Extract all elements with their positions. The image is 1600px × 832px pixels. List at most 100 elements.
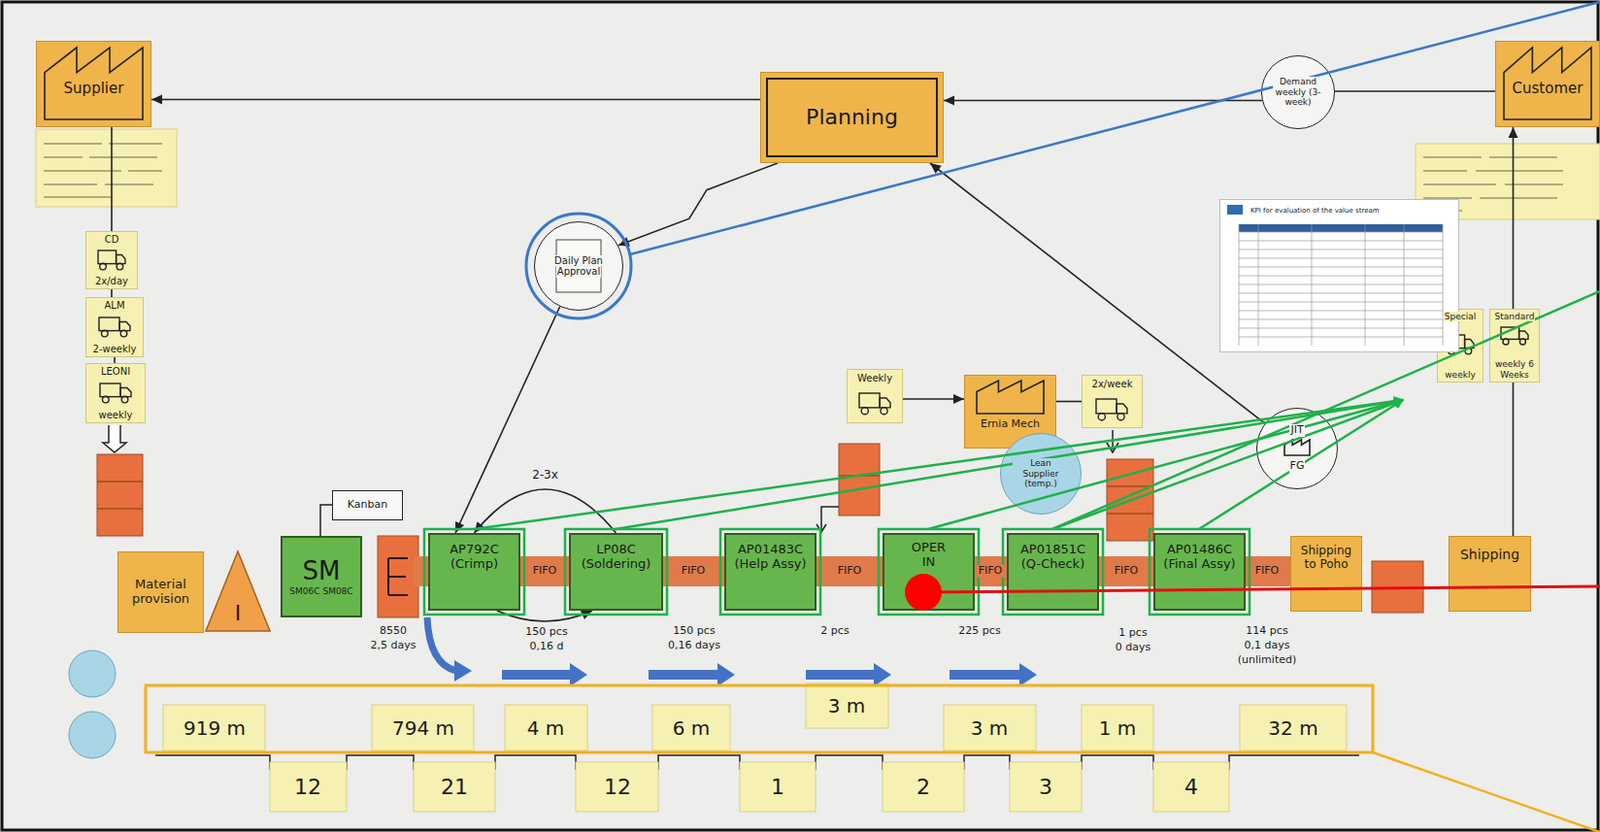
distance-label: 919 m bbox=[181, 717, 248, 740]
arrow-head bbox=[474, 521, 486, 534]
truck-wheel bbox=[102, 396, 110, 403]
node-text: 2-weekly bbox=[92, 343, 138, 356]
table-icon bbox=[1219, 199, 1460, 353]
highlight-frame bbox=[1149, 529, 1250, 615]
table-rule bbox=[1238, 293, 1443, 295]
arrow-head bbox=[1508, 127, 1519, 138]
edge-label: 2-3x bbox=[530, 468, 561, 483]
inventory-triangle: I bbox=[203, 549, 272, 634]
node-text: weekly bbox=[1443, 369, 1476, 380]
count-label: 12 bbox=[292, 774, 324, 800]
inventory-label: 225 pcs bbox=[956, 625, 1002, 638]
table-rule bbox=[1238, 258, 1443, 260]
connector-line bbox=[902, 398, 965, 400]
table-rule bbox=[1365, 224, 1367, 346]
factory-icon bbox=[43, 46, 144, 121]
customer-factory: Customer bbox=[1495, 40, 1600, 128]
truck-icon bbox=[99, 382, 133, 404]
truck-icon bbox=[1095, 398, 1129, 422]
highlight-ring bbox=[526, 213, 632, 319]
table-rule bbox=[1238, 336, 1443, 338]
logo bbox=[1227, 204, 1243, 215]
inventory-lines bbox=[97, 481, 143, 509]
distance-label: 3 m bbox=[968, 717, 1011, 740]
factory-icon bbox=[975, 379, 1045, 415]
flow-connector bbox=[618, 163, 778, 247]
truck-body bbox=[98, 250, 117, 265]
inventory-lines bbox=[838, 474, 880, 477]
highlight-leaders bbox=[473, 291, 1600, 530]
truck-cab bbox=[1465, 339, 1474, 349]
inventory-box bbox=[377, 535, 419, 618]
connector-line bbox=[110, 289, 113, 298]
sticky-note bbox=[504, 704, 588, 751]
sticky-note bbox=[1153, 762, 1230, 812]
truck-body bbox=[1446, 334, 1466, 349]
table-rule bbox=[1442, 224, 1444, 346]
flow-connector bbox=[1508, 127, 1519, 536]
truck-body bbox=[1096, 399, 1117, 414]
leader-line bbox=[1052, 400, 1403, 530]
sticky-note bbox=[943, 704, 1036, 751]
distance-label: 32 m bbox=[1266, 717, 1320, 740]
truck-note: CD2x/day bbox=[85, 231, 138, 290]
sticky-note bbox=[1009, 762, 1082, 812]
schedule-note bbox=[556, 239, 601, 293]
node-text: SM06C SM08C bbox=[288, 586, 354, 597]
side-marker bbox=[68, 711, 116, 759]
process-box: SMSM06C SM08C bbox=[280, 535, 363, 618]
leader-line bbox=[630, 1, 1600, 255]
triangle-icon bbox=[203, 549, 272, 634]
truck-wheel bbox=[1117, 413, 1125, 421]
truck-cab bbox=[879, 398, 891, 408]
flow-connector bbox=[1334, 91, 1496, 93]
table-rule bbox=[1238, 328, 1443, 330]
kpi-sheet: KPI for evaluation of the value stream bbox=[1219, 199, 1460, 353]
fifo-label: FIFO bbox=[1253, 565, 1282, 578]
inventory-lines bbox=[1106, 486, 1154, 514]
factory-icon bbox=[1283, 438, 1311, 457]
inventory-label: 0,16 d bbox=[528, 640, 567, 654]
highlight-frames bbox=[424, 529, 1250, 615]
table-header bbox=[1238, 224, 1443, 233]
note-icon bbox=[555, 238, 602, 294]
node-text: IN bbox=[921, 555, 937, 570]
connector-line bbox=[113, 357, 116, 364]
supplier-circle: Lean Supplier (temp.) bbox=[1000, 433, 1082, 515]
sticky-note bbox=[413, 762, 496, 812]
inventory-triangle bbox=[205, 551, 270, 632]
node-text: Daily Plan bbox=[553, 255, 604, 267]
sticky-note bbox=[805, 683, 889, 729]
node-text: weekly 6 Weeks bbox=[1492, 359, 1537, 380]
count-label: 4 bbox=[1182, 774, 1200, 800]
flow-connector bbox=[902, 394, 965, 404]
truck-note: ALM 2-weekly bbox=[85, 297, 144, 358]
connector-line bbox=[110, 127, 113, 232]
flow-connector bbox=[474, 489, 617, 534]
truck-wheel bbox=[116, 263, 124, 270]
truck-wheel bbox=[101, 330, 109, 337]
leader-line bbox=[1199, 400, 1403, 530]
truck-wheel bbox=[120, 330, 128, 337]
leader-line bbox=[1372, 752, 1600, 832]
distance-label: 1 m bbox=[1097, 717, 1139, 740]
flow-connector bbox=[111, 289, 113, 298]
inventory-label: 150 pcs bbox=[670, 625, 717, 638]
truck-cab bbox=[120, 388, 132, 398]
table-rule bbox=[1238, 232, 1443, 234]
node-text: ALM bbox=[102, 300, 126, 312]
node-text: AP792C (Crimp) bbox=[433, 542, 515, 572]
node-text: Supplier bbox=[63, 80, 126, 98]
count-label: 21 bbox=[438, 774, 470, 800]
node-text: Special bbox=[1443, 311, 1477, 322]
truck-body bbox=[99, 317, 120, 332]
connector-line bbox=[1334, 90, 1496, 93]
distance-label: 794 m bbox=[390, 717, 457, 740]
count-label: 1 bbox=[768, 774, 787, 800]
node-text: Material provision bbox=[122, 577, 200, 607]
highlight-frame bbox=[424, 529, 525, 615]
truck-wheel bbox=[1098, 413, 1105, 421]
node-text: JIT bbox=[1289, 424, 1304, 437]
